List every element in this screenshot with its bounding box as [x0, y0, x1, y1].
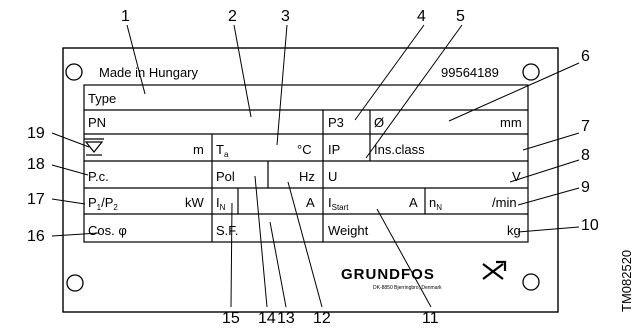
in-ampere-unit: A [306, 195, 315, 210]
callout-1: 1 [121, 8, 130, 25]
p-slash: / [101, 195, 105, 210]
callout-19: 19 [27, 125, 45, 142]
made-in-text: Made in Hungary [99, 65, 198, 80]
istart-main: I [328, 195, 332, 210]
cos-phi-label: Cos. φ [88, 223, 127, 238]
callout-6: 6 [581, 48, 590, 65]
mounting-hole-bottom-left [66, 274, 84, 292]
callout-4: 4 [417, 8, 426, 25]
hz-unit: Hz [299, 169, 315, 184]
product-number-text: 99564189 [441, 65, 499, 80]
in-subscript: N [220, 203, 226, 212]
mm-unit: mm [500, 115, 522, 130]
istart-label: IStart [328, 195, 349, 212]
callout-11: 11 [422, 310, 439, 327]
side-code: TM082520 [619, 250, 634, 312]
sf-label: S.F. [216, 223, 238, 238]
p2-main: P [105, 195, 114, 210]
p1-subscript: 1 [97, 203, 102, 212]
rating-table [83, 84, 529, 243]
callout-lines [51, 24, 580, 308]
callout-14: 14 [258, 310, 276, 327]
callout-17: 17 [27, 191, 45, 208]
celsius-unit: °C [297, 142, 312, 157]
plate-outline [62, 47, 559, 313]
callout-9: 9 [581, 179, 590, 196]
p1-p2-label: P1/P2 [88, 195, 118, 212]
callout-2: 2 [228, 8, 237, 25]
nn-subscript: N [436, 203, 442, 212]
pn-label: PN [88, 115, 106, 130]
pc-label: P.c. [88, 169, 109, 184]
callout-7: 7 [581, 118, 590, 135]
ins-class-label: Ins.class [374, 142, 425, 157]
per-min-unit: /min [492, 195, 517, 210]
brand-wordmark: GRUNDFOS [341, 266, 435, 283]
callout-8: 8 [581, 147, 590, 164]
callout-16: 16 [27, 228, 45, 245]
weight-label: Weight [328, 223, 369, 238]
ip-label: IP [328, 142, 340, 157]
ta-label: Ta [216, 142, 229, 159]
mounting-hole-bottom-right [522, 273, 540, 291]
callout-18: 18 [27, 156, 45, 173]
ta-subscript: a [224, 150, 229, 159]
callout-13: 13 [277, 310, 295, 327]
type-label: Type [88, 91, 116, 106]
brand-logo-icon [482, 260, 507, 280]
water-level-unit: m [193, 142, 204, 157]
mounting-hole-top-left [65, 63, 83, 81]
nn-label: nN [429, 195, 442, 212]
nn-main: n [429, 195, 436, 210]
v-unit: V [512, 169, 521, 184]
callout-10: 10 [581, 217, 599, 234]
water-level-icon [84, 138, 104, 156]
callout-5: 5 [456, 8, 465, 25]
in-label: IN [216, 195, 226, 212]
u-label: U [328, 169, 337, 184]
mounting-hole-top-right [522, 63, 540, 81]
diameter-symbol: Ø [374, 115, 384, 130]
brand-address: DK-8850 Bjerringbro, Denmark [373, 285, 442, 291]
istart-subscript: Start [332, 203, 350, 212]
in-main: I [216, 195, 220, 210]
callout-12: 12 [313, 310, 331, 327]
p3-label: P3 [328, 115, 344, 130]
callout-3: 3 [281, 8, 290, 25]
pol-label: Pol [216, 169, 235, 184]
istart-ampere-unit: A [409, 195, 418, 210]
p1-main: P [88, 195, 97, 210]
kw-unit: kW [185, 195, 205, 210]
ta-main: T [216, 142, 224, 157]
kg-unit: kg [507, 223, 521, 238]
p2-subscript: 2 [113, 203, 118, 212]
callout-15: 15 [222, 310, 240, 327]
